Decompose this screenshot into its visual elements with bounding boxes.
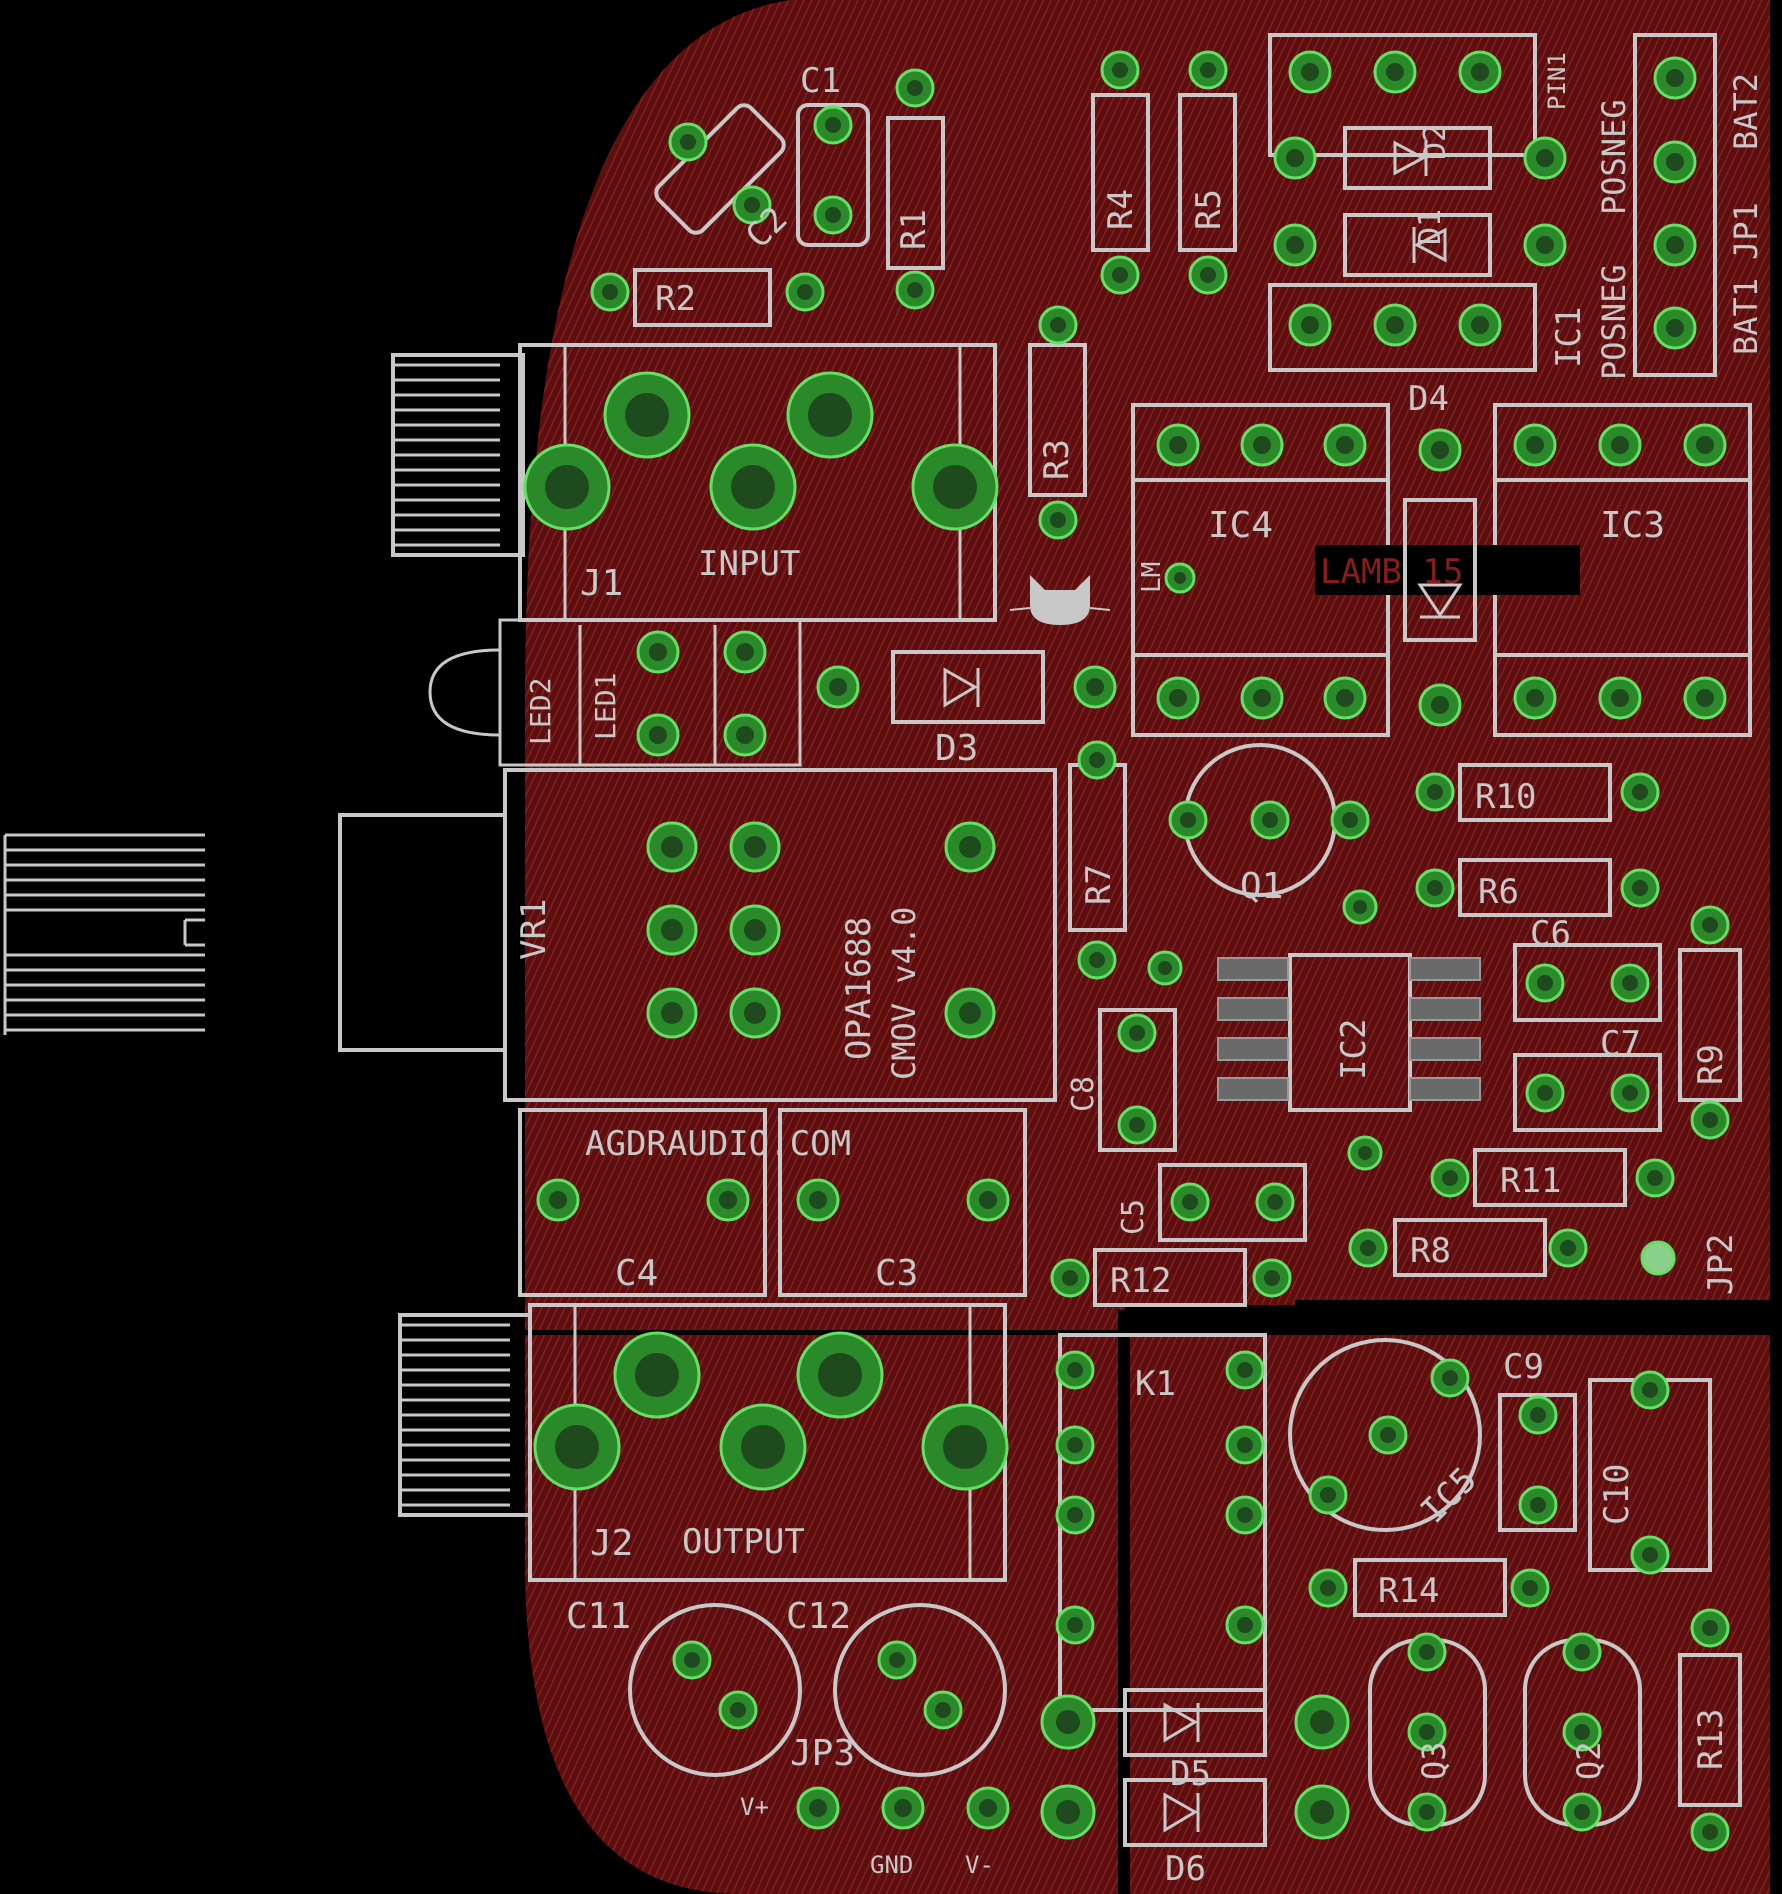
jp2-label: JP2 (1701, 1234, 1741, 1295)
c7-label: C7 (1600, 1024, 1641, 1064)
c10-label: C10 (1597, 1464, 1637, 1525)
c11-label: C11 (566, 1596, 631, 1637)
isolation-gap-horizontal (1295, 1300, 1770, 1310)
j1-label: J1 (580, 563, 623, 604)
lm-label: LM (1137, 562, 1167, 593)
q1-label: Q1 (1240, 866, 1283, 907)
r4-label: R4 (1101, 189, 1141, 230)
d1-label: D1 (1413, 209, 1448, 245)
r5-label: R5 (1189, 189, 1229, 230)
r3-label: R3 (1037, 439, 1077, 480)
posneg-label-2: POSNEG (1595, 99, 1633, 215)
version-label: CMOV v4.0 (885, 907, 923, 1080)
ic3-label: IC3 (1600, 505, 1665, 546)
vplus-label: V+ (740, 1793, 769, 1821)
r13-label: R13 (1691, 1709, 1731, 1770)
led2-label: LED2 (524, 678, 557, 745)
d2-label: D2 (1418, 124, 1453, 160)
c4-label: C4 (615, 1253, 658, 1294)
d6-label: D6 (1165, 1849, 1206, 1889)
c12-label: C12 (786, 1596, 851, 1637)
c9-label: C9 (1503, 1347, 1544, 1387)
r8-label: R8 (1410, 1231, 1451, 1271)
posneg-label-1: POSNEG (1595, 264, 1633, 380)
c5-label: C5 (1116, 1199, 1151, 1235)
diode-symbols (943, 140, 1463, 1833)
cat-logo-icon (1009, 575, 1111, 625)
r10-label: R10 (1475, 777, 1536, 817)
c8-label: C8 (1066, 1076, 1101, 1112)
silkscreen-labels: INPUT OUTPUT AGDRAUDIO.COM LAMB 15 LM OP… (514, 52, 1765, 1889)
j2-label: J2 (590, 1523, 633, 1564)
ic2-smd-pads (1217, 957, 1481, 1101)
r2-label: R2 (655, 279, 696, 319)
d5-label: D5 (1170, 1754, 1211, 1794)
c1-label: C1 (800, 61, 841, 101)
d4-label: D4 (1408, 379, 1449, 419)
ic1-label: IC1 (1549, 307, 1589, 368)
jp1-label: JP1 (1727, 202, 1765, 260)
output-label: OUTPUT (682, 1522, 805, 1562)
lamb-label: LAMB 15 (1320, 552, 1463, 592)
vminus-label: V- (965, 1851, 994, 1879)
through-hole-pads (536, 50, 1730, 1852)
jack-pads (523, 371, 1009, 1491)
gnd-label: GND (870, 1851, 913, 1879)
input-label: INPUT (698, 544, 800, 584)
ic-marking-label: OPA1688 (839, 917, 879, 1060)
r11-label: R11 (1500, 1161, 1561, 1201)
led1-label: LED1 (589, 673, 622, 740)
vr1-label: VR1 (514, 899, 554, 960)
q3-label: Q3 (1415, 1741, 1453, 1780)
ic4-label: IC4 (1208, 505, 1273, 546)
c6-label: C6 (1530, 914, 1571, 954)
r6-label: R6 (1478, 872, 1519, 912)
bat1-label: BAT1 (1727, 278, 1765, 355)
silkscreen-outlines (3, 33, 1752, 1847)
q2-label: Q2 (1570, 1741, 1608, 1780)
k1-label: K1 (1135, 1364, 1176, 1404)
bat2-label: BAT2 (1727, 73, 1765, 150)
r9-label: R9 (1691, 1044, 1731, 1085)
website-label: AGDRAUDIO.COM (585, 1124, 851, 1164)
r1-label: R1 (894, 209, 934, 250)
r12-label: R12 (1110, 1261, 1171, 1301)
r7-label: R7 (1079, 864, 1119, 905)
jp3-label: JP3 (790, 1733, 855, 1774)
r14-label: R14 (1378, 1571, 1439, 1611)
pin1-label: PIN1 (1543, 52, 1571, 110)
d3-label: D3 (935, 728, 978, 769)
c3-label: C3 (875, 1253, 918, 1294)
ic2-label: IC2 (1334, 1019, 1374, 1080)
